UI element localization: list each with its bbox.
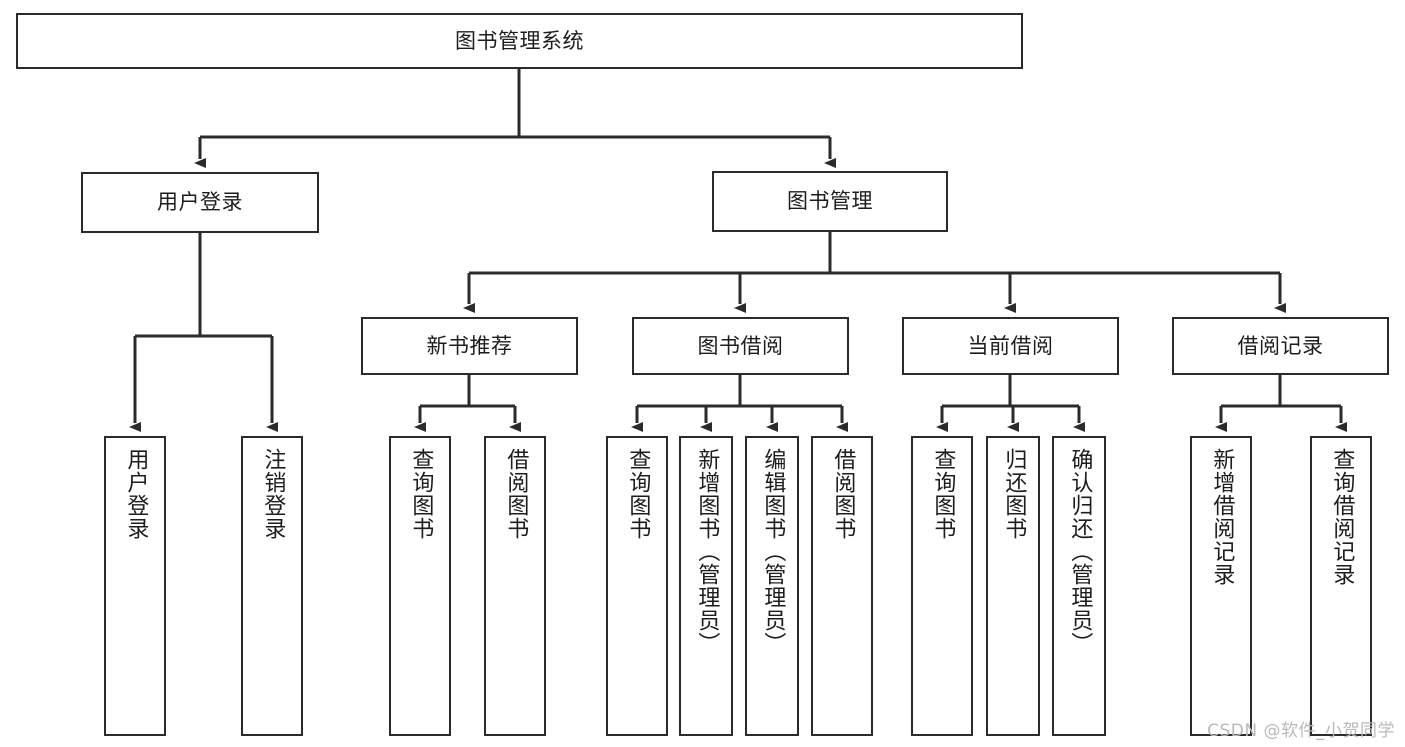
leaf-node[interactable]: 注销登录 <box>241 436 303 736</box>
leaf-node[interactable]: 查询借阅记录 <box>1310 436 1372 736</box>
leaf-node-label: 新增图书（管理员） <box>694 448 720 655</box>
node-level2-book-borrow-label: 图书借阅 <box>697 333 784 358</box>
leaf-node[interactable]: 新增借阅记录 <box>1190 436 1252 736</box>
node-level2-new-book-recommend-label: 新书推荐 <box>426 333 513 358</box>
leaf-node-label: 新增借阅记录 <box>1209 448 1235 586</box>
leaf-node[interactable]: 借阅图书 <box>484 436 546 736</box>
leaf-node[interactable]: 新增图书（管理员） <box>679 436 733 736</box>
node-level1-book-management-label: 图书管理 <box>787 189 873 214</box>
leaf-node-label: 借阅图书 <box>503 448 529 540</box>
node-level1-user-login-label: 用户登录 <box>157 190 243 215</box>
node-level1-user-login[interactable]: 用户登录 <box>81 172 319 233</box>
leaf-node-label: 查询借阅记录 <box>1329 448 1355 586</box>
leaf-node[interactable]: 查询图书 <box>606 436 668 736</box>
leaf-node-label: 查询图书 <box>930 448 956 540</box>
node-level2-new-book-recommend[interactable]: 新书推荐 <box>361 317 578 375</box>
leaf-node[interactable]: 查询图书 <box>911 436 973 736</box>
leaf-node[interactable]: 归还图书 <box>986 436 1040 736</box>
leaf-node[interactable]: 查询图书 <box>389 436 451 736</box>
leaf-node[interactable]: 借阅图书 <box>811 436 873 736</box>
leaf-node-label: 查询图书 <box>625 448 651 540</box>
node-level2-current-borrow-label: 当前借阅 <box>967 333 1054 358</box>
node-level1-book-management[interactable]: 图书管理 <box>712 171 948 232</box>
leaf-node[interactable]: 编辑图书（管理员） <box>745 436 799 736</box>
leaf-node-label: 用户登录 <box>123 448 149 540</box>
leaf-node-label: 归还图书 <box>1001 448 1027 540</box>
leaf-node[interactable]: 用户登录 <box>104 436 166 736</box>
leaf-node-label: 借阅图书 <box>830 448 856 540</box>
leaf-node-label: 注销登录 <box>260 448 286 540</box>
node-root[interactable]: 图书管理系统 <box>16 13 1023 69</box>
node-level2-book-borrow[interactable]: 图书借阅 <box>632 317 849 375</box>
node-level2-current-borrow[interactable]: 当前借阅 <box>902 317 1119 375</box>
leaf-node-label: 查询图书 <box>408 448 434 540</box>
node-level2-borrow-records-label: 借阅记录 <box>1237 333 1324 358</box>
leaf-node-label: 确认归还（管理员） <box>1067 448 1093 655</box>
node-root-label: 图书管理系统 <box>455 28 584 53</box>
leaf-node[interactable]: 确认归还（管理员） <box>1052 436 1106 736</box>
leaf-node-label: 编辑图书（管理员） <box>760 448 786 655</box>
node-level2-borrow-records[interactable]: 借阅记录 <box>1172 317 1389 375</box>
watermark: CSDN @软件_小贺同学 <box>1207 721 1395 741</box>
